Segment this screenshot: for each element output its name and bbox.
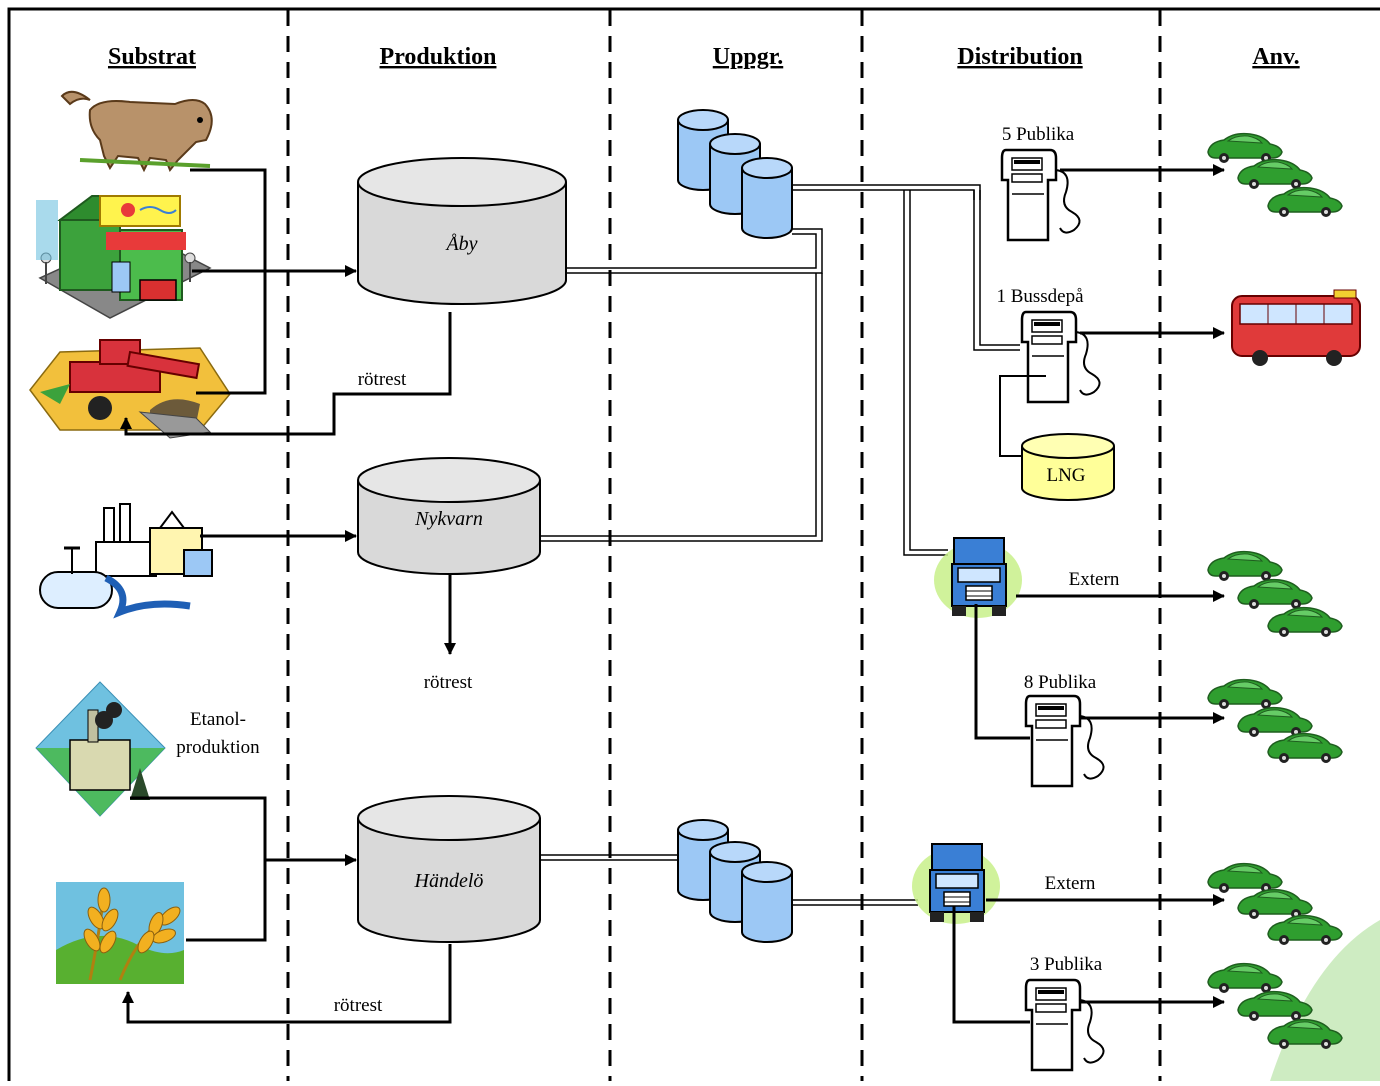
- label-extern-2: Extern: [1045, 873, 1096, 894]
- fuel-pump-icon: [1020, 310, 1101, 404]
- header-distribution: Distribution: [957, 44, 1082, 70]
- diagram-border: [7, 7, 1380, 1086]
- cars-group-1: [1207, 132, 1343, 218]
- header-anv: Anv.: [1252, 44, 1299, 70]
- cars-group-2: [1207, 550, 1343, 638]
- label-5-publika: 5 Publika: [1002, 124, 1075, 145]
- tank-aby-label: Åby: [444, 233, 477, 255]
- label-8-publika: 8 Publika: [1024, 672, 1097, 693]
- lng-label: LNG: [1046, 465, 1085, 486]
- tank-nykvarn: [357, 457, 541, 575]
- header-uppgr: Uppgr.: [713, 44, 783, 70]
- bus-icon: [1231, 289, 1361, 366]
- rotrest-handelo-label: rötrest: [334, 995, 383, 1016]
- tank-aby: [357, 157, 567, 305]
- tank-handelo-label: Händelö: [414, 870, 484, 892]
- cow-icon: [60, 90, 213, 173]
- harvester-icon: [29, 339, 231, 439]
- rotrest-nykvarn-label: rötrest: [424, 672, 473, 693]
- fuel-pump-icon: [1024, 694, 1105, 788]
- label-extern-1: Extern: [1069, 569, 1120, 590]
- fuel-pump-icon: [1000, 148, 1081, 242]
- etanol-label-line2: produktion: [176, 737, 260, 758]
- header-substrat: Substrat: [108, 44, 196, 70]
- gas-pipes: [540, 184, 1020, 906]
- upgrade-units-bottom: [677, 819, 793, 943]
- distribution-arrows: [952, 164, 1225, 1024]
- fuel-pump-icon: [1024, 978, 1105, 1072]
- tank-nykvarn-label: Nykvarn: [414, 508, 483, 530]
- grocery-store-icon: [36, 195, 212, 319]
- column-dividers: [286, 10, 1162, 1081]
- cars-group-4: [1207, 862, 1343, 946]
- label-3-publika: 3 Publika: [1030, 954, 1103, 975]
- rotrest-aby-label: rötrest: [358, 369, 407, 390]
- etanol-label-line1: Etanol-: [190, 709, 246, 730]
- tank-handelo: [357, 795, 541, 943]
- substrate-connectors: [120, 168, 456, 1024]
- wastewater-factory-icon: [39, 503, 213, 619]
- wheat-icon: [56, 882, 184, 984]
- cars-group-3: [1207, 678, 1343, 764]
- gas-truck-icon: [911, 843, 1001, 925]
- lng-tank: [1021, 433, 1115, 501]
- ethanol-plant-icon: [35, 681, 166, 817]
- label-1-bussdepa: 1 Bussdepå: [996, 286, 1084, 307]
- lng-connector: [999, 375, 1046, 457]
- header-produktion: Produktion: [380, 44, 497, 70]
- upgrade-units-top: [677, 109, 793, 239]
